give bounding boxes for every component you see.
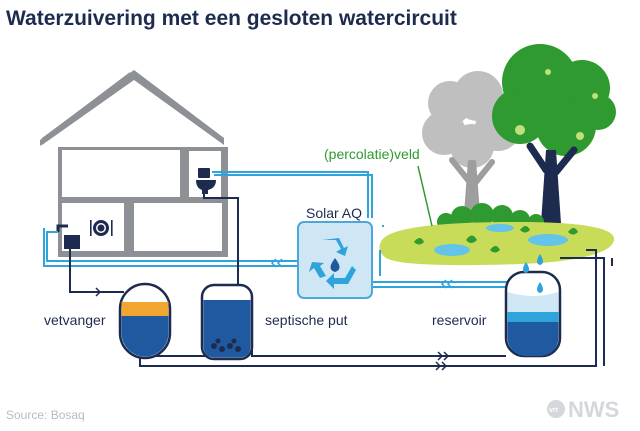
source-text: Source: Bosaq <box>6 408 85 422</box>
reservoir-tank <box>504 270 562 358</box>
solar-aq-label: Solar AQ <box>306 205 362 221</box>
septic-tank <box>200 283 254 361</box>
vrt-nws-logo: vrt NWS <box>547 397 619 422</box>
septische-put-label: septische put <box>265 312 348 328</box>
green-tree <box>492 44 616 238</box>
puddle <box>528 234 568 246</box>
toilet-icon <box>196 168 216 194</box>
house <box>40 70 228 257</box>
percolatieveld-pointer <box>417 165 433 227</box>
flow-arrows-waste <box>95 287 450 371</box>
percolation-field <box>379 222 615 266</box>
vetvanger-label: vetvanger <box>44 312 106 328</box>
percolatieveld-label: (percolatie)veld <box>324 146 420 162</box>
recycle-icon <box>309 238 356 289</box>
puddle <box>434 244 470 256</box>
wastewater-pipes <box>69 194 613 367</box>
grease-trap <box>118 282 172 360</box>
logo-brand-text: NWS <box>568 397 619 422</box>
water-drops-icon <box>523 254 543 293</box>
page-title: Waterzuivering met een gesloten watercir… <box>6 7 457 30</box>
sink-icon <box>56 224 80 249</box>
puddle <box>486 224 514 232</box>
logo-badge-text: vrt <box>549 407 559 414</box>
reservoir-label: reservoir <box>432 312 487 328</box>
flow-arrows-clean <box>270 258 453 289</box>
plate-cutlery-icon <box>90 220 113 236</box>
